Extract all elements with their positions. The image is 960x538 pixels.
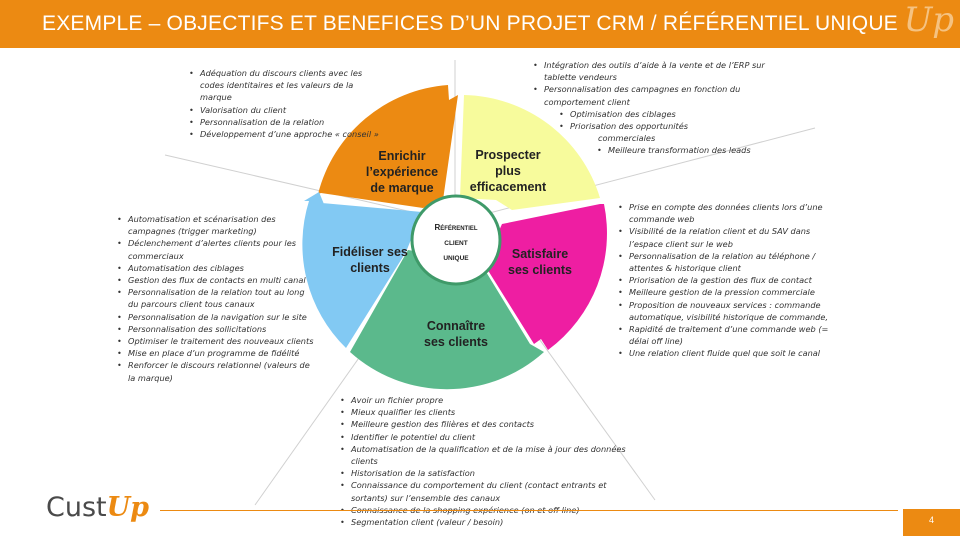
list-item: Meilleure gestion de la pression commerc… [618, 286, 829, 298]
center-label: Référentiel client unique [434, 223, 477, 262]
list-item: Automatisation de la qualification et de… [340, 443, 631, 467]
page-number: 4 [903, 509, 960, 536]
list-item: Une relation client fluide quel que soit… [618, 347, 829, 359]
segment-connaitre-line-2: ses clients [424, 335, 488, 349]
slide-title: EXEMPLE – OBJECTIFS ET BENEFICES D’UN PR… [42, 12, 898, 35]
list-item: Proposition de nouveaux services : comma… [618, 299, 829, 323]
enrichir-benefits-list: Adéquation du discours clients avec les … [186, 67, 380, 140]
segment-fideliser-line-1: Fidéliser ses [332, 245, 408, 259]
prospecter-benefits-list: Intégration des outils d’aide à la vente… [530, 59, 794, 157]
segment-enrichir-line-3: de marque [370, 181, 433, 195]
segment-prospecter-line-1: Prospecter [475, 148, 540, 162]
list-item: Segmentation client (valeur / besoin) [340, 516, 631, 528]
list-item: Personnalisation de la relation [189, 116, 380, 128]
center-circle [410, 194, 502, 286]
list-item: Personnalisation de la relation tout au … [117, 286, 314, 310]
list-item: Meilleure transformation des leads [544, 144, 794, 156]
list-item: Mise en place d’un programme de fidélité [117, 347, 314, 359]
fideliser-benefits-list: Automatisation et scénarisation des camp… [114, 213, 314, 384]
segment-connaitre [350, 250, 544, 390]
satisfaire-benefits-list: Prise en compte des données clients lors… [615, 201, 829, 360]
list-item: Mieux qualifier les clients [340, 406, 631, 418]
logo-text-cust: Cust [46, 492, 107, 523]
segment-enrichir [318, 85, 458, 208]
list-item: Rapidité de traitement d’une commande we… [618, 323, 829, 347]
center-line-1: Référentiel [434, 223, 477, 232]
footer-divider [160, 510, 898, 511]
list-item: Connaissance du comportement du client (… [340, 479, 631, 503]
segment-prospecter-line-2: plus [495, 164, 521, 178]
list-item: Priorisation de la gestion des flux de c… [618, 274, 829, 286]
list-item: Personnalisation des campagnes en foncti… [533, 83, 794, 107]
list-item: Meilleure gestion des filières et des co… [340, 418, 631, 430]
logo-text-up: Up [106, 492, 150, 523]
segment-enrichir-line-2: l’expérience [366, 165, 438, 179]
segment-fideliser [302, 192, 422, 348]
list-item: Intégration des outils d’aide à la vente… [533, 59, 794, 83]
list-item: Personnalisation de la navigation sur le… [117, 311, 314, 323]
list-item: Personnalisation des sollicitations [117, 323, 314, 335]
center-line-2: client [444, 240, 468, 247]
segment-fideliser-line-2: clients [350, 261, 390, 275]
segment-prospecter [460, 95, 600, 210]
list-item: Optimiser le traitement des nouveaux cli… [117, 335, 314, 347]
segment-satisfaire-line-1: Satisfaire [512, 247, 568, 261]
segment-enrichir-line-1: Enrichir [378, 149, 425, 163]
connaitre-benefits-list: Avoir un fichier propre Mieux qualifier … [337, 394, 631, 528]
header-logo-watermark: Up [903, 0, 954, 40]
center-line-3: unique [443, 255, 469, 262]
list-item: Identifier le potentiel du client [340, 431, 631, 443]
list-item: Déclenchement d’alertes clients pour les… [117, 237, 314, 261]
custup-logo: CustUp [46, 492, 149, 523]
list-item: Gestion des flux de contacts en multi ca… [117, 274, 314, 286]
list-item: Priorisation des opportunités [544, 120, 794, 132]
list-item: Développement d’une approche « conseil » [189, 128, 380, 140]
list-item: Prise en compte des données clients lors… [618, 201, 829, 225]
list-item: Avoir un fichier propre [340, 394, 631, 406]
list-item: Automatisation des ciblages [117, 262, 314, 274]
list-item: Adéquation du discours clients avec les … [189, 67, 380, 104]
list-item: Historisation de la satisfaction [340, 467, 631, 479]
segment-connaitre-line-1: Connaître [427, 319, 485, 333]
list-item: Visibilité de la relation client et du S… [618, 225, 829, 249]
title-bar: EXEMPLE – OBJECTIFS ET BENEFICES D’UN PR… [0, 0, 960, 48]
list-item: Valorisation du client [189, 104, 380, 116]
segment-prospecter-line-3: efficacement [470, 180, 547, 194]
list-item: Personnalisation de la relation au télép… [618, 250, 829, 274]
segment-satisfaire-line-2: ses clients [508, 263, 572, 277]
list-item: commerciales [598, 133, 656, 144]
list-item: Renforcer le discours relationnel (valeu… [117, 359, 314, 383]
segment-satisfaire [484, 204, 607, 350]
list-item: Optimisation des ciblages [544, 108, 794, 120]
list-item: Automatisation et scénarisation des camp… [117, 213, 314, 237]
